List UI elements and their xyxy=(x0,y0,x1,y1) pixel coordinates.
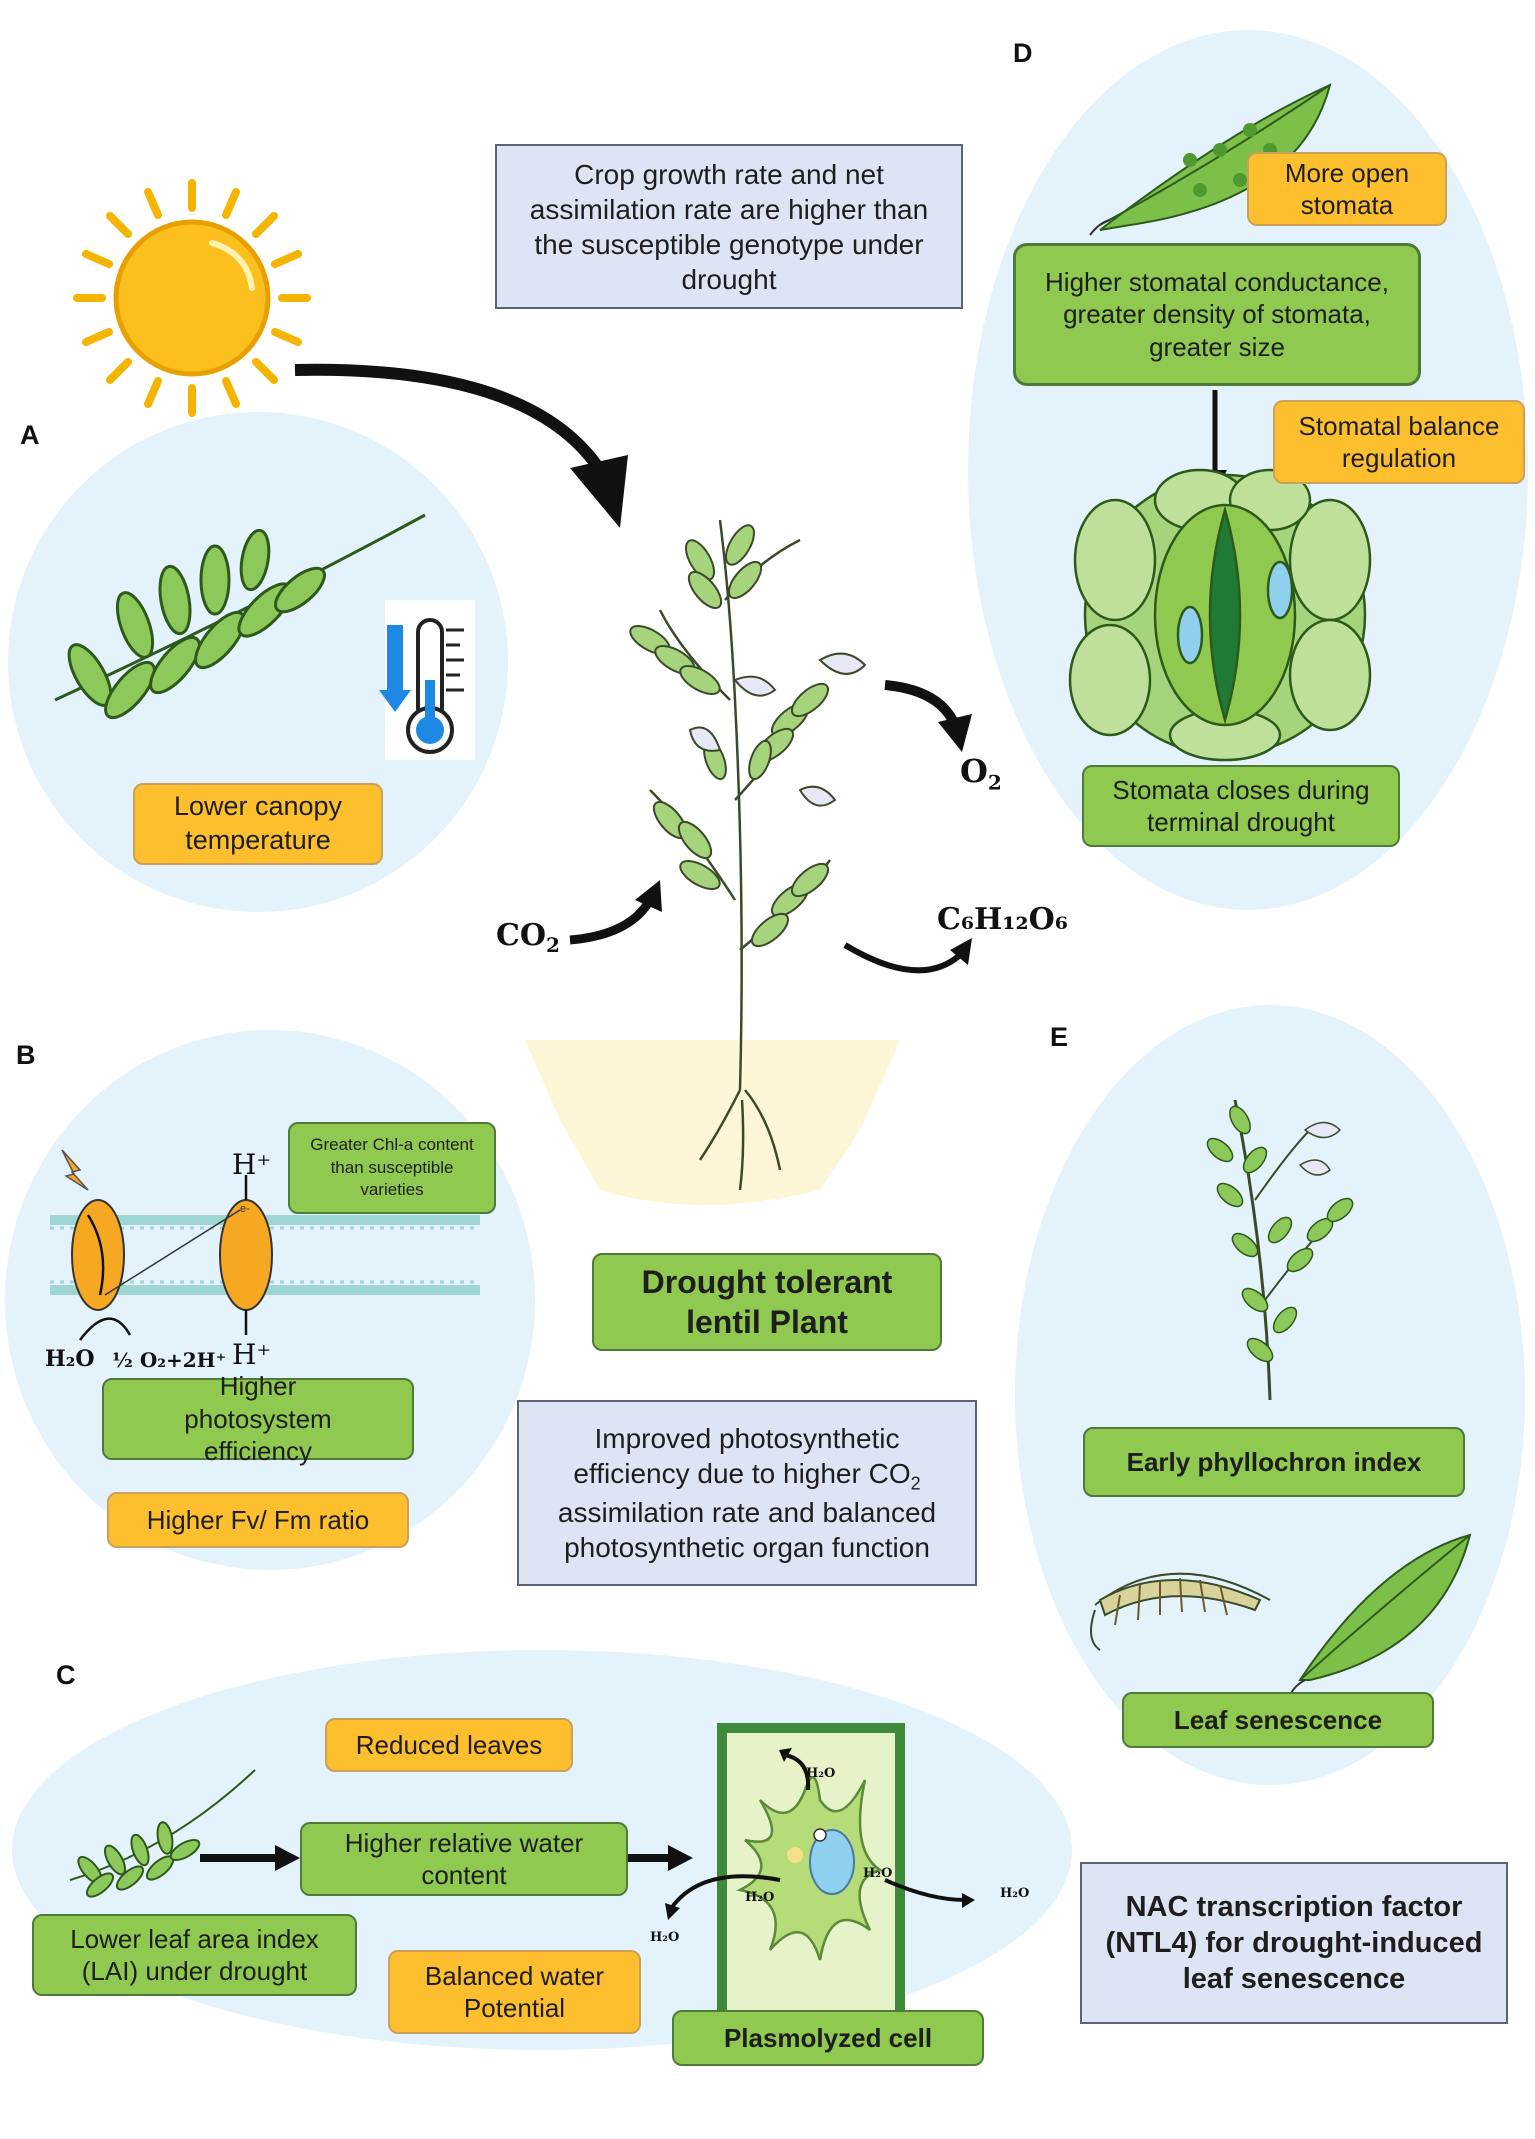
stomatal-conductance-box: Higher stomatal conductance, greater den… xyxy=(1013,243,1421,386)
photosynthetic-efficiency-box: Improved photosynthetic efficiency due t… xyxy=(517,1400,977,1586)
sun-icon xyxy=(73,179,311,417)
co2-text: CO xyxy=(496,918,547,953)
pod-icon xyxy=(1090,1572,1271,1651)
lightning-icon xyxy=(61,1149,89,1191)
thermometer-icon xyxy=(379,600,475,760)
plant-flowers xyxy=(688,652,867,807)
stomata-leaf-icon xyxy=(1089,83,1332,236)
c-h2o-top: H₂O xyxy=(806,1766,836,1781)
soil-patch xyxy=(525,1040,900,1205)
b-h2o-label: H₂O xyxy=(45,1346,95,1372)
more-open-stomata-box: More open stomata xyxy=(1247,152,1447,226)
stomatal-balance-box: Stomatal balance regulation xyxy=(1273,400,1525,484)
c-h2o-left: H₂O xyxy=(650,1930,680,1945)
nac-transcription-box: NAC transcription factor (NTL4) for drou… xyxy=(1080,1862,1508,2024)
balanced-water-box: Balanced water Potential xyxy=(388,1950,641,2034)
panel-label-a: A xyxy=(20,420,40,450)
panel-label-e: E xyxy=(1050,1022,1069,1052)
hplus-bottom: H⁺ xyxy=(232,1338,272,1371)
o2-text: O xyxy=(960,752,988,790)
panel-label-b: B xyxy=(16,1040,36,1070)
c-h2o-cell-right: H₂O xyxy=(863,1866,893,1881)
lai-box: Lower leaf area index (LAI) under drough… xyxy=(32,1914,357,1996)
plant-cell-icon xyxy=(665,1723,975,2030)
hplus-top: H⁺ xyxy=(232,1148,272,1181)
c-h2o-right: H₂O xyxy=(1000,1886,1030,1901)
c-h2o-cell-left: H₂O xyxy=(745,1890,775,1905)
electron-label: e- xyxy=(240,1203,250,1215)
glucose-arrow xyxy=(843,942,962,974)
photosynthetic-text-b: assimilation rate and balanced photosynt… xyxy=(557,1497,937,1564)
stomata-icon xyxy=(1068,468,1372,762)
chl-a-box: Greater Chl-a content than susceptible v… xyxy=(288,1122,496,1214)
photosystem-i-icon xyxy=(219,1199,273,1311)
co2-label: CO2 xyxy=(496,918,560,957)
leaf-senescence-box: Leaf senescence xyxy=(1122,1692,1434,1748)
senescent-leaf-icon xyxy=(1289,1533,1472,1696)
co2-arrow xyxy=(569,897,654,945)
photosystem-efficiency-box: Higher photosystem efficiency xyxy=(102,1371,414,1466)
thylakoid-membrane-icon xyxy=(50,1149,480,1341)
photosynthetic-text-sub: 2 xyxy=(910,1473,921,1494)
stomata-closes-box: Stomata closes during terminal drought xyxy=(1082,765,1400,847)
plant-title-box: Drought tolerant lentil Plant xyxy=(592,1253,942,1351)
panel-label-d: D xyxy=(1013,38,1033,68)
photosynthetic-text-a: Improved photosynthetic efficiency due t… xyxy=(573,1422,911,1489)
phyllochron-box: Early phyllochron index xyxy=(1083,1427,1465,1497)
glucose-label: C₆H₁₂O₆ xyxy=(937,902,1068,937)
plasmolyzed-cell-box: Plasmolyzed cell xyxy=(672,2010,984,2066)
b-o2-label: ½ O₂+2H⁺ xyxy=(112,1348,227,1372)
reduced-leaf-icon xyxy=(69,1769,256,1898)
o2-subscript: 2 xyxy=(987,770,1002,795)
panel-label-c: C xyxy=(56,1660,76,1690)
reduced-leaves-box: Reduced leaves xyxy=(325,1718,573,1772)
relative-water-box: Higher relative water content xyxy=(300,1822,628,1896)
crop-growth-box: Crop growth rate and net assimilation ra… xyxy=(495,144,963,309)
co2-subscript: 2 xyxy=(546,933,560,957)
o2-arrow xyxy=(884,680,960,728)
lower-canopy-box: Lower canopy temperature xyxy=(133,783,383,865)
photosystem-ii-icon xyxy=(71,1199,125,1311)
compound-leaf-icon xyxy=(54,513,426,720)
sunlight-arrow xyxy=(294,363,605,474)
o2-label: O2 xyxy=(960,752,1002,794)
fvfm-box: Higher Fv/ Fm ratio xyxy=(107,1492,409,1548)
young-lentil-plant-icon xyxy=(1206,1099,1354,1401)
